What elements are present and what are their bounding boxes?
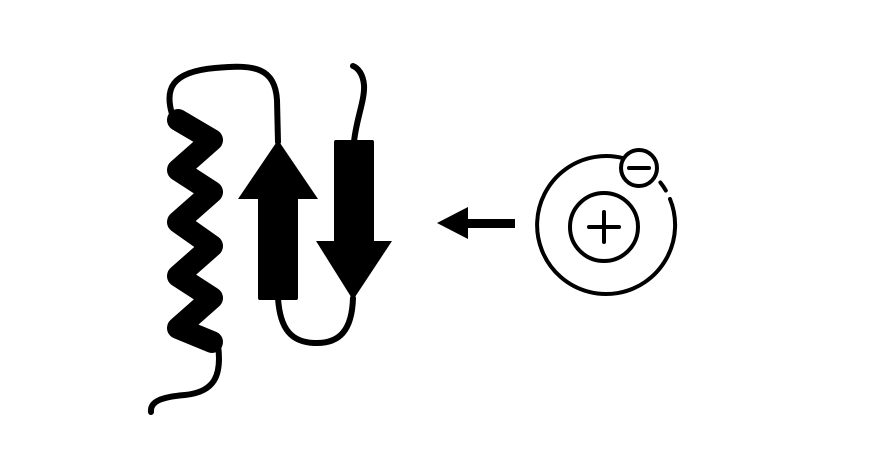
top-loop [166, 63, 281, 145]
bottom-tail [147, 342, 222, 415]
alpha-helix-icon [167, 109, 223, 353]
plus-icon [587, 210, 621, 244]
beta-strand-down-arrow-icon [316, 140, 392, 300]
beta-strand-up-arrow-icon [238, 140, 318, 300]
nucleus [568, 191, 640, 263]
protein-structure [147, 63, 368, 415]
atom-icon [535, 148, 678, 297]
orbit-dash [658, 180, 668, 193]
top-tail [350, 63, 368, 145]
bottom-loop [275, 295, 356, 347]
arrow-left-icon [437, 207, 515, 239]
electron-orbit [535, 154, 678, 297]
